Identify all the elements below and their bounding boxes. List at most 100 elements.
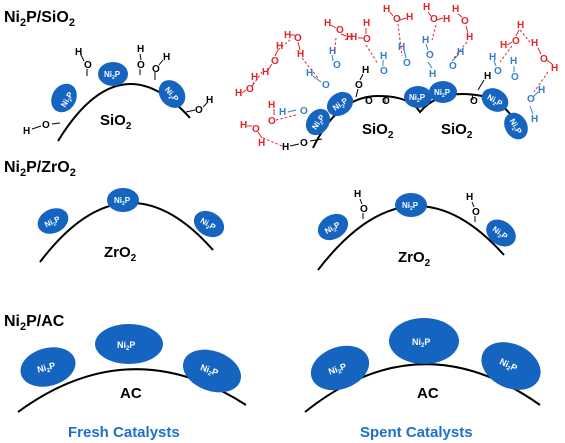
svg-text:O: O [355, 80, 363, 91]
svg-text:O: O [426, 50, 434, 61]
svg-text:O: O [380, 66, 388, 77]
svg-text:Ni2P: Ni2P [412, 337, 430, 349]
svg-text:O: O [336, 25, 344, 36]
adsorbed-hydroxyl: O H [510, 56, 519, 83]
svg-text:O: O [363, 34, 371, 45]
hydroxyl-group: O H [137, 44, 145, 75]
svg-text:H: H [206, 95, 213, 106]
hydroxyl-group: O H [355, 65, 369, 98]
svg-text:H: H [383, 4, 390, 15]
svg-text:O: O [430, 14, 438, 25]
svg-text:H: H [452, 4, 459, 15]
svg-text:H: H [276, 41, 283, 52]
particle: Ni2P [429, 81, 457, 103]
particle: Ni2P [486, 219, 516, 247]
sio2-support-label: SiO2 [100, 112, 132, 132]
svg-text:O: O [252, 124, 260, 135]
particle: Ni2P [481, 88, 509, 112]
svg-text:H: H [489, 52, 496, 63]
svg-text:H: H [406, 12, 413, 23]
svg-text:O: O [300, 106, 308, 117]
svg-text:O: O [470, 96, 478, 107]
hydroxyl-group: O H [354, 189, 368, 219]
svg-text:H: H [297, 49, 304, 60]
svg-text:Ni2P: Ni2P [198, 216, 218, 234]
svg-text:H: H [346, 32, 353, 43]
svg-text:H: H [422, 35, 429, 46]
svg-text:O: O [494, 66, 502, 77]
particle: Ni2P [182, 349, 242, 393]
svg-text:Ni2P: Ni2P [161, 85, 180, 105]
svg-text:H: H [362, 65, 369, 76]
adsorbed-hydroxyl: O H [306, 68, 330, 91]
particle: Ni2P [317, 213, 349, 241]
adsorbed-hydroxyl: O H [329, 46, 341, 71]
particle: Ni2P [51, 83, 77, 113]
row-title-carbon: Ni2P/AC [4, 313, 65, 333]
ac-spent-support-label: AC [417, 385, 439, 402]
adsorbed-hydroxyl: O H [380, 51, 388, 77]
svg-text:Ni2P: Ni2P [409, 93, 426, 104]
svg-text:H: H [284, 30, 291, 41]
svg-text:H: H [329, 46, 336, 57]
svg-text:H: H [251, 72, 258, 83]
particle: Ni2P [395, 193, 427, 217]
svg-text:H: H [457, 47, 464, 58]
svg-text:O: O [472, 207, 480, 218]
svg-text:H: H [258, 138, 265, 149]
svg-text:O: O [300, 138, 308, 149]
particle: Ni2P [305, 108, 331, 136]
water-molecule: H O H [240, 120, 265, 149]
svg-text:H: H [279, 107, 286, 118]
adsorbed-hydroxyl: O H [398, 42, 411, 69]
particle: Ni2P [481, 342, 541, 390]
svg-text:O: O [382, 96, 390, 107]
svg-text:Ni2P: Ni2P [497, 356, 519, 375]
water-molecule: H O H [452, 4, 473, 43]
hydroxyl-group: O H [282, 138, 323, 153]
water-molecule: H O H [383, 4, 413, 25]
svg-text:Ni2P: Ni2P [198, 362, 219, 380]
fresh-sio2-group: SiO2 Ni2P Ni2P Ni2P O H O H O [23, 44, 213, 142]
svg-text:H: H [510, 56, 517, 67]
water-molecule: H O H [531, 38, 558, 74]
svg-text:O: O [449, 61, 457, 72]
water-molecule: H O H [262, 41, 283, 78]
svg-text:O: O [137, 60, 145, 71]
svg-text:Ni2P: Ni2P [36, 360, 57, 376]
svg-text:Ni2P: Ni2P [114, 196, 131, 207]
spent-catalysts-label: Spent Catalysts [360, 424, 473, 441]
hydrogen-bonds [252, 23, 549, 147]
svg-text:O: O [540, 54, 548, 65]
adsorbed-hydroxyl: O H H [527, 85, 545, 125]
svg-text:H: H [137, 44, 144, 55]
svg-text:O: O [511, 72, 519, 83]
particle: Ni2P [37, 208, 69, 234]
svg-text:H: H [354, 189, 361, 200]
water-molecule: H O H [423, 2, 450, 25]
svg-text:H: H [443, 14, 450, 25]
particle: Ni2P [504, 112, 528, 140]
fresh-zro2-group: ZrO2 Ni2P Ni2P Ni2P [37, 188, 225, 264]
svg-text:Ni2P: Ni2P [327, 361, 348, 379]
row-title-zirconia: Ni2P/ZrO2 [4, 159, 76, 179]
water-molecule: H O H [500, 20, 524, 51]
adsorbed-hydroxyl: O H H [422, 35, 436, 80]
particle: Ni2P [95, 324, 163, 364]
water-molecule: H O H [235, 72, 258, 99]
hydroxyl-group: O [382, 96, 390, 107]
fresh-ac-group: AC Ni2P Ni2P Ni2P [17, 324, 247, 413]
hydroxyl-group: O H [23, 120, 61, 137]
svg-text:H: H [500, 40, 507, 51]
particle: Ni2P [404, 86, 432, 108]
svg-text:H: H [517, 20, 524, 31]
zro2-spent-support-label: ZrO2 [398, 249, 431, 269]
particle: Ni2P [310, 345, 370, 391]
particle: Ni2P [193, 210, 225, 238]
svg-text:H: H [398, 42, 405, 53]
spent-ac-group: AC Ni2P Ni2P Ni2P [304, 318, 541, 413]
row-title-silica: Ni2P/SiO2 [4, 9, 75, 29]
svg-text:O: O [461, 16, 469, 27]
svg-text:O: O [246, 84, 254, 95]
hydroxyl-group: O H [185, 95, 213, 116]
